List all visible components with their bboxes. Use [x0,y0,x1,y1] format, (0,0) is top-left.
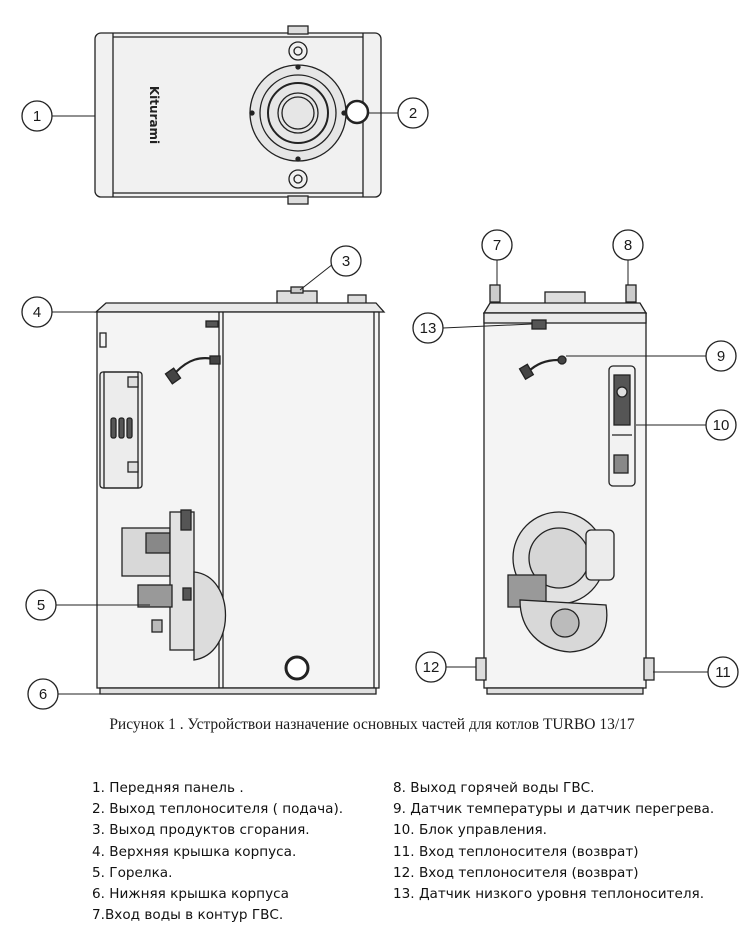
callout-2: 2 [397,97,429,129]
svg-text:11: 11 [715,664,731,681]
svg-text:13: 13 [420,320,437,337]
callout-8: 8 [612,229,644,261]
callout-12: 12 [415,651,447,683]
svg-text:1: 1 [33,108,41,125]
control-unit [608,365,636,487]
boiler-diagram: Kiturami [21,25,739,710]
leader-lines [52,112,708,695]
svg-text:9: 9 [717,348,725,365]
legend-item: 10. Блок управления. [393,822,547,839]
svg-text:4: 4 [33,304,41,321]
legend-item: 9. Датчик температуры и датчик перегрева… [393,801,715,818]
legend-right: 8. Выход горячей воды ГВС. 9. Датчик тем… [393,778,714,905]
burner-right [507,511,615,653]
svg-text:5: 5 [37,597,45,614]
legend-left: 1. Передняя панель . 2. Выход теплоносит… [92,778,343,926]
supply-outlet-top [344,99,370,125]
callout-4: 4 [21,296,53,328]
legend-item: 5. Горелка. [92,864,173,881]
legend-item: 7.Вход воды в контур ГВС. [92,907,284,924]
legend-item: 1. Передняя панель . [92,780,244,796]
callout-13: 13 [412,312,444,344]
svg-text:3: 3 [342,253,350,270]
legend-item: 3. Выход продуктов сгорания. [92,822,310,839]
svg-text:2: 2 [409,105,417,122]
callout-7: 7 [481,229,513,261]
legend-item: 2. Выход теплоносителя ( подача). [92,801,344,818]
svg-text:6: 6 [39,686,47,703]
bottom-cover-left [99,687,377,695]
legend-item: 12. Вход теплоносителя (возврат) [393,864,639,881]
callouts: 1 2 3 4 5 6 7 8 9 10 11 12 13 [21,97,739,710]
callout-6: 6 [27,678,59,710]
side-view-right [475,284,655,695]
flue-outlet-top [249,64,347,162]
callout-5: 5 [25,589,57,621]
top-cover-left [94,302,386,313]
callout-1: 1 [21,100,53,132]
burner-left [121,509,226,661]
side-view-left [94,286,386,695]
legend-item: 11. Вход теплоносителя (возврат) [393,843,639,860]
callout-11: 11 [707,656,739,688]
callout-10: 10 [705,409,737,441]
top-view: Kiturami [94,25,382,205]
legend-item: 13. Датчик низкого уровня теплоносителя. [393,886,705,903]
brand-logo: Kiturami [147,86,161,144]
svg-text:12: 12 [423,659,440,676]
legend-item: 6. Нижняя крышка корпуса [92,886,289,903]
legend-item: 4. Верхняя крышка корпуса. [92,843,297,860]
svg-text:8: 8 [624,237,632,254]
callout-9: 9 [705,340,737,372]
svg-text:7: 7 [493,237,501,254]
figure-caption: Рисунок 1 . Устройствои назначение основ… [109,716,635,733]
svg-text:10: 10 [713,417,730,434]
callout-3: 3 [330,245,362,277]
legend-item: 8. Выход горячей воды ГВС. [393,780,595,796]
